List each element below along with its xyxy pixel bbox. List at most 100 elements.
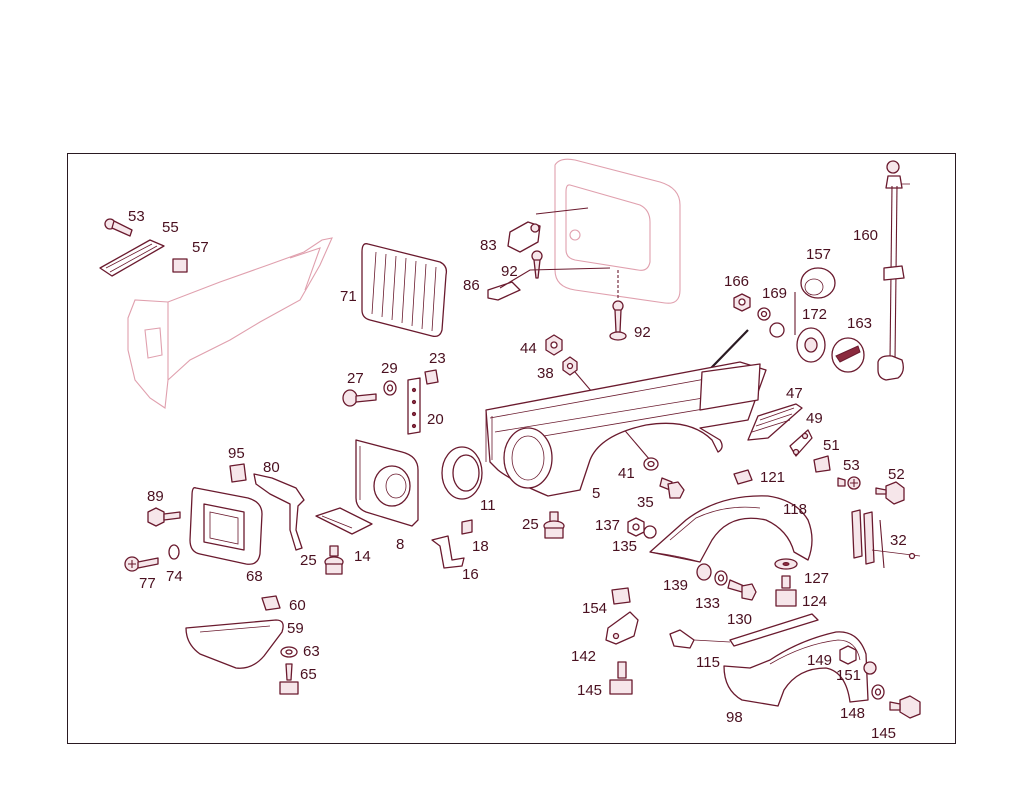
part-16-bracket [431, 535, 465, 569]
callout-157: 157 [806, 246, 831, 263]
callout-71: 71 [340, 288, 357, 305]
part-68-lamp-housing [189, 487, 263, 565]
part-74-washer [168, 544, 180, 560]
callout-51: 51 [823, 437, 840, 454]
callout-172: 172 [802, 306, 827, 323]
part-89-bolt [147, 507, 181, 527]
callout-115: 115 [696, 654, 720, 671]
part-95-clip [229, 463, 247, 483]
part-86-bracket [487, 267, 611, 301]
part-32-rods [851, 509, 921, 569]
part-151-spacer [863, 661, 877, 675]
part-51-clip [813, 455, 831, 473]
callout-121: 121 [760, 469, 785, 486]
callout-53: 53 [843, 457, 860, 474]
part-41-washer [643, 457, 659, 471]
callout-142: 142 [571, 648, 596, 665]
callout-35: 35 [637, 494, 654, 511]
part-139-spacer [696, 563, 712, 581]
part-166-nut [733, 293, 751, 312]
callout-166: 166 [724, 273, 749, 290]
part-14-bracket [315, 507, 373, 535]
callout-27: 27 [347, 370, 364, 387]
callout-89: 89 [147, 488, 164, 505]
part-25-bolt-left [324, 545, 344, 575]
part-57-clip [172, 258, 188, 273]
callout-77: 77 [139, 575, 156, 592]
callout-20: 20 [427, 411, 444, 428]
part-92-screw-b [609, 270, 627, 341]
callout-151: 151 [836, 667, 861, 684]
part-59-lower-cover [185, 619, 284, 669]
callout-135: 135 [612, 538, 637, 555]
callout-labels: 53 55 57 71 83 92 86 92 166 169 157 160 … [128, 208, 907, 742]
part-55-trim-strip [99, 239, 165, 277]
callout-83: 83 [480, 237, 497, 254]
callout-16: 16 [462, 566, 479, 583]
part-49-bracket [789, 429, 813, 457]
part-160-antenna-rod [877, 160, 910, 381]
callout-8: 8 [396, 536, 404, 553]
callout-74: 74 [166, 568, 183, 585]
callout-118: 118 [783, 501, 807, 518]
part-145-bolt-b [889, 695, 921, 719]
part-47-vent [747, 403, 803, 441]
callout-148: 148 [840, 705, 865, 722]
part-65-screw [279, 663, 299, 695]
callout-44: 44 [520, 340, 537, 357]
part-60-clip [261, 595, 281, 611]
callout-145: 145 [577, 682, 602, 699]
callout-169: 169 [762, 285, 787, 302]
part-163-fuel-cap [831, 337, 865, 373]
part-154-clip [611, 587, 631, 605]
callout-65: 65 [300, 666, 317, 683]
callout-133: 133 [695, 595, 720, 612]
callout-86: 86 [463, 277, 480, 294]
callout-52: 52 [888, 466, 905, 483]
part-52-bolt [875, 481, 905, 505]
callout-41: 41 [618, 465, 635, 482]
callout-127: 127 [804, 570, 829, 587]
part-83-bracket [507, 207, 589, 253]
part-29-washer [383, 380, 397, 396]
part-127-washer [774, 558, 798, 570]
callout-145: 145 [871, 725, 896, 742]
callout-63: 63 [303, 643, 320, 660]
part-118-fender-liner [649, 495, 813, 563]
part-169-washer [757, 307, 785, 338]
callout-38: 38 [537, 365, 554, 382]
callout-5: 5 [592, 485, 600, 502]
callout-49: 49 [806, 410, 823, 427]
part-77-screw [124, 556, 159, 572]
part-44-nut [545, 334, 563, 356]
callout-23: 23 [429, 350, 446, 367]
callout-163: 163 [847, 315, 872, 332]
callout-55: 55 [162, 219, 179, 236]
part-8-housing [355, 439, 419, 527]
callout-80: 80 [263, 459, 280, 476]
part-130-bolt [727, 579, 757, 601]
part-157-cap [800, 267, 836, 299]
callout-57: 57 [192, 239, 209, 256]
part-18-clip [461, 519, 473, 535]
callout-139: 139 [663, 577, 688, 594]
callout-53: 53 [128, 208, 145, 225]
callout-29: 29 [381, 360, 398, 377]
callout-60: 60 [289, 597, 306, 614]
part-148-washer [871, 684, 885, 700]
callout-130: 130 [727, 611, 752, 628]
callout-92: 92 [501, 263, 518, 280]
callout-47: 47 [786, 385, 803, 402]
part-121-clip [733, 469, 753, 485]
part-133-washer [714, 570, 728, 586]
callout-149: 149 [807, 652, 832, 669]
part-71-grille [361, 243, 448, 338]
callout-160: 160 [853, 227, 878, 244]
callout-14: 14 [354, 548, 371, 565]
ghost-body-outline [127, 158, 681, 409]
part-80-bracket [253, 473, 305, 551]
part-92-screw-a [531, 250, 543, 279]
callout-68: 68 [246, 568, 263, 585]
